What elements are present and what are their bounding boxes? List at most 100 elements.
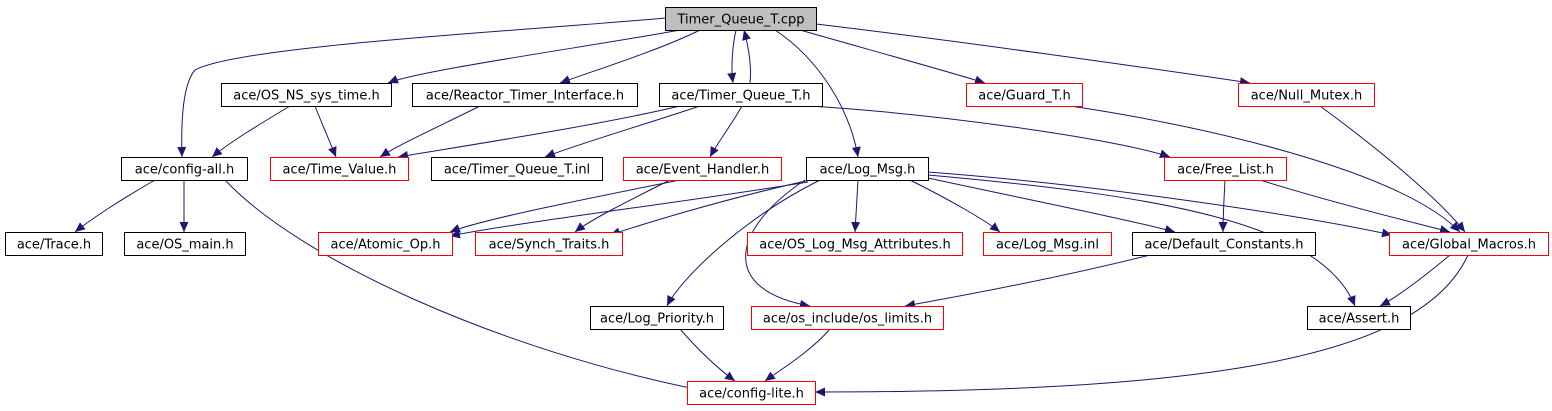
node-label: ace/Global_Macros.h	[1402, 238, 1536, 253]
edge-path	[1379, 254, 1451, 307]
node-label: ace/config-lite.h	[699, 387, 804, 402]
edge-path	[927, 174, 1356, 307]
node-atomic-op-h[interactable]: ace/Atomic_Op.h	[318, 232, 453, 256]
edge-global_macros_h-to-config_lite_h	[814, 254, 1469, 397]
edge-timer_queue_t_h-to-free_list_h	[809, 105, 1171, 159]
edge-timer_queue_t_cpp-to-reactor_timer_interface_h	[559, 29, 701, 84]
edge-path	[177, 17, 666, 158]
node-synch-traits-h[interactable]: ace/Synch_Traits.h	[475, 232, 623, 256]
edge-timer_queue_t_h-to-timer_queue_t_inl	[544, 105, 701, 158]
node-config-lite-h[interactable]: ace/config-lite.h	[687, 381, 816, 405]
node-trace-h[interactable]: ace/Trace.h	[5, 232, 103, 256]
edge-path	[1069, 105, 1461, 233]
edge-log_msg_h-to-global_macros_h	[927, 171, 1393, 238]
edge-path	[727, 29, 737, 84]
edge-path	[809, 105, 1171, 159]
edge-timer_queue_t_cpp-to-null_mutex_h	[815, 23, 1251, 86]
edge-path	[742, 29, 751, 84]
edge-path	[927, 171, 1393, 238]
edge-timer_queue_t_cpp-to-timer_queue_t_h	[727, 29, 737, 84]
node-box	[1164, 157, 1287, 181]
node-event-handler-h[interactable]: ace/Event_Handler.h	[623, 157, 782, 181]
edge-free_list_h-to-default_constants_h	[1218, 179, 1228, 233]
node-free-list-h[interactable]: ace/Free_List.h	[1164, 157, 1287, 181]
edge-path	[815, 23, 1251, 86]
node-time-value-h[interactable]: ace/Time_Value.h	[270, 157, 409, 181]
node-box	[1389, 232, 1549, 256]
node-label: ace/Default_Constants.h	[1144, 238, 1303, 253]
node-os-limits-h[interactable]: ace/os_include/os_limits.h	[751, 306, 944, 330]
edge-path	[1218, 179, 1228, 233]
node-box	[1132, 232, 1316, 256]
edge-path	[449, 179, 681, 233]
edge-path	[211, 105, 291, 158]
edge-timer_queue_t_cpp-to-os_ns_sys_time_h	[387, 29, 681, 84]
edge-timer_queue_t_h-to-time_value_h	[397, 105, 681, 160]
edge-log_msg_h-to-log_msg_inl	[909, 179, 1001, 233]
node-label: ace/Free_List.h	[1177, 163, 1274, 178]
node-label: ace/Timer_Queue_T.h	[671, 89, 810, 104]
node-label: ace/config-all.h	[135, 163, 235, 178]
node-label: ace/Reactor_Timer_Interface.h	[426, 89, 624, 104]
node-default-constants-h[interactable]: ace/Default_Constants.h	[1132, 232, 1316, 256]
node-box	[751, 306, 944, 330]
edge-event_handler_h-to-atomic_op_h	[449, 179, 681, 233]
edge-config_all_h-to-config_lite_h	[224, 179, 701, 393]
node-os-ns-sys-time-h[interactable]: ace/OS_NS_sys_time.h	[221, 83, 392, 107]
node-global-macros-h[interactable]: ace/Global_Macros.h	[1389, 232, 1549, 256]
edge-path	[379, 105, 481, 158]
edge-path	[1259, 179, 1451, 234]
node-guard-t-h[interactable]: ace/Guard_T.h	[966, 83, 1083, 107]
edge-timer_queue_t_cpp-to-log_msg_h	[774, 29, 861, 158]
node-config-all-h[interactable]: ace/config-all.h	[121, 157, 248, 181]
edge-timer_queue_t_cpp-to-guard_t_h	[799, 29, 986, 85]
node-box	[270, 157, 409, 181]
node-label: Timer_Queue_T.cpp	[676, 13, 804, 28]
edge-timer_queue_t_h-to-event_handler_h	[709, 105, 743, 158]
node-box	[590, 306, 724, 330]
edge-path	[387, 29, 681, 84]
edge-log_msg_h-to-assert_h	[927, 174, 1356, 307]
node-label: ace/Trace.h	[17, 238, 91, 253]
edge-os_ns_sys_time_h-to-time_value_h	[314, 105, 337, 158]
edge-config_all_h-to-trace_h	[74, 179, 156, 233]
node-box	[475, 232, 623, 256]
edge-log_msg_h-to-default_constants_h	[927, 177, 1176, 234]
edge-layer	[74, 17, 1469, 397]
node-label: ace/OS_main.h	[136, 238, 233, 253]
edge-timer_queue_t_cpp-to-config_all_h	[177, 17, 666, 158]
node-null-mutex-h[interactable]: ace/Null_Mutex.h	[1238, 83, 1375, 107]
edge-log_msg_h-to-log_priority_h	[666, 179, 821, 307]
edge-path	[397, 105, 681, 160]
edge-path	[559, 29, 701, 84]
node-timer-queue-t-h[interactable]: ace/Timer_Queue_T.h	[659, 83, 823, 107]
node-timer-queue-t-inl[interactable]: ace/Timer_Queue_T.inl	[431, 157, 603, 181]
node-box	[1238, 83, 1375, 107]
node-assert-h[interactable]: ace/Assert.h	[1307, 306, 1411, 330]
edge-guard_t_h-to-global_macros_h	[1069, 105, 1461, 233]
edge-log_msg_h-to-os_log_msg_attributes_h	[851, 179, 861, 233]
edge-path	[574, 179, 671, 233]
node-box	[623, 157, 782, 181]
edge-path	[74, 179, 156, 233]
edge-path	[774, 29, 861, 158]
edge-path	[544, 105, 701, 158]
node-log-priority-h[interactable]: ace/Log_Priority.h	[590, 306, 724, 330]
edge-path	[904, 254, 1151, 309]
node-log-msg-inl[interactable]: ace/Log_Msg.inl	[983, 232, 1112, 256]
node-box	[806, 157, 929, 181]
edge-default_constants_h-to-os_limits_h	[904, 254, 1151, 309]
edge-log_priority_h-to-config_lite_h	[679, 328, 736, 382]
node-os-main-h[interactable]: ace/OS_main.h	[124, 232, 246, 256]
node-log-msg-h[interactable]: ace/Log_Msg.h	[806, 157, 929, 181]
node-os-log-msg-attributes-h[interactable]: ace/OS_Log_Msg_Attributes.h	[747, 232, 963, 256]
node-box	[124, 232, 246, 256]
edge-path	[909, 179, 1001, 233]
edge-path	[679, 328, 736, 382]
node-box	[687, 381, 816, 405]
edge-log_msg_h-to-os_limits_h	[745, 179, 811, 309]
node-reactor-timer-interface-h[interactable]: ace/Reactor_Timer_Interface.h	[412, 83, 638, 107]
node-label: ace/Null_Mutex.h	[1251, 89, 1363, 104]
node-box	[412, 83, 638, 107]
